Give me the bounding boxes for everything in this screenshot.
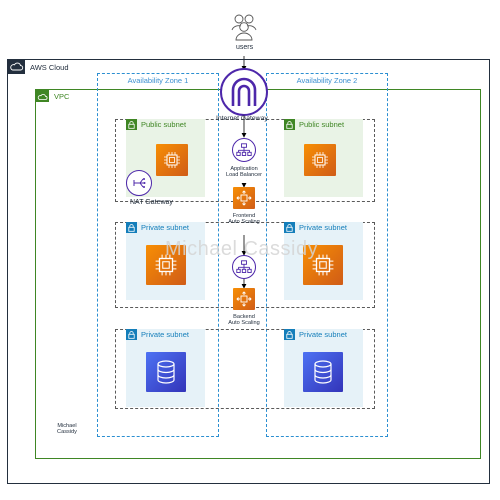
lock-icon <box>284 222 295 233</box>
internet-gateway-label: Internet Gateway <box>216 115 268 122</box>
users-label: users <box>236 44 254 51</box>
private-subnet-az1-app: Private subnet <box>126 222 205 300</box>
ec2-instance-icon <box>156 144 188 176</box>
public-subnet-az2-label: Public subnet <box>299 120 345 129</box>
aws-cloud-group: AWS Cloud <box>7 59 490 484</box>
frontend-auto-scaling-label: Frontend Auto Scaling <box>220 213 268 226</box>
lock-icon <box>284 329 295 340</box>
backend-auto-scaling-icon <box>233 288 255 310</box>
private-subnet-az2-db: Private subnet <box>284 329 363 407</box>
availability-zone-1: Availability Zone 1 <box>97 73 219 437</box>
availability-zone-2: Availability Zone 2 <box>266 73 388 437</box>
aws-cloud-icon <box>8 60 25 74</box>
load-balancer-icon <box>232 138 256 162</box>
database-icon <box>146 352 186 392</box>
backend-auto-scaling-label-line2: Auto Scaling <box>228 320 260 327</box>
backend-auto-scaling-label: Backend Auto Scaling <box>220 314 268 327</box>
private-subnet-az2-app-label: Private subnet <box>299 223 347 232</box>
lock-icon <box>284 119 295 130</box>
aws-cloud-label: AWS Cloud <box>30 63 69 72</box>
availability-zone-2-label: Availability Zone 2 <box>296 76 358 85</box>
frontend-auto-scaling-label-line2: Auto Scaling <box>228 219 260 226</box>
frontend-auto-scaling-label-line1: Frontend <box>232 213 256 219</box>
ec2-instance-icon <box>304 144 336 176</box>
load-balancer-label-line1: Application <box>230 166 258 172</box>
lock-icon <box>126 222 137 233</box>
availability-zone-1-label: Availability Zone 1 <box>127 76 189 85</box>
load-balancer-icon <box>232 255 256 279</box>
internet-gateway-icon <box>220 68 268 116</box>
vpc-icon <box>36 90 49 102</box>
author-signature: Michael Cassidy <box>52 423 82 436</box>
ec2-instance-icon <box>146 245 186 285</box>
public-subnet-az2: Public subnet <box>284 119 363 197</box>
backend-auto-scaling-label-line1: Backend <box>233 314 255 320</box>
users-icon <box>228 12 260 42</box>
author-signature-line2: Cassidy <box>57 429 77 436</box>
load-balancer-label-line2: Load Balancer <box>225 172 263 179</box>
author-signature-line1: Michael <box>57 423 77 429</box>
private-subnet-az2-db-label: Private subnet <box>299 330 347 339</box>
load-balancer-label: Application Load Balancer <box>220 166 268 179</box>
nat-gateway-icon <box>126 170 152 196</box>
private-subnet-az1-db: Private subnet <box>126 329 205 407</box>
lock-icon <box>126 329 137 340</box>
vpc-label: VPC <box>54 92 70 101</box>
private-subnet-az2-app: Private subnet <box>284 222 363 300</box>
public-subnet-az1-label: Public subnet <box>141 120 187 129</box>
private-subnet-az1-app-label: Private subnet <box>141 223 189 232</box>
db-subnet-row-group <box>115 329 375 409</box>
nat-gateway-label: NAT Gateway <box>130 199 173 206</box>
frontend-auto-scaling-icon <box>233 187 255 209</box>
database-icon <box>303 352 343 392</box>
watermark: Michael Cassidy <box>165 238 319 260</box>
lock-icon <box>126 119 137 130</box>
private-subnet-az1-db-label: Private subnet <box>141 330 189 339</box>
ec2-instance-icon <box>303 245 343 285</box>
